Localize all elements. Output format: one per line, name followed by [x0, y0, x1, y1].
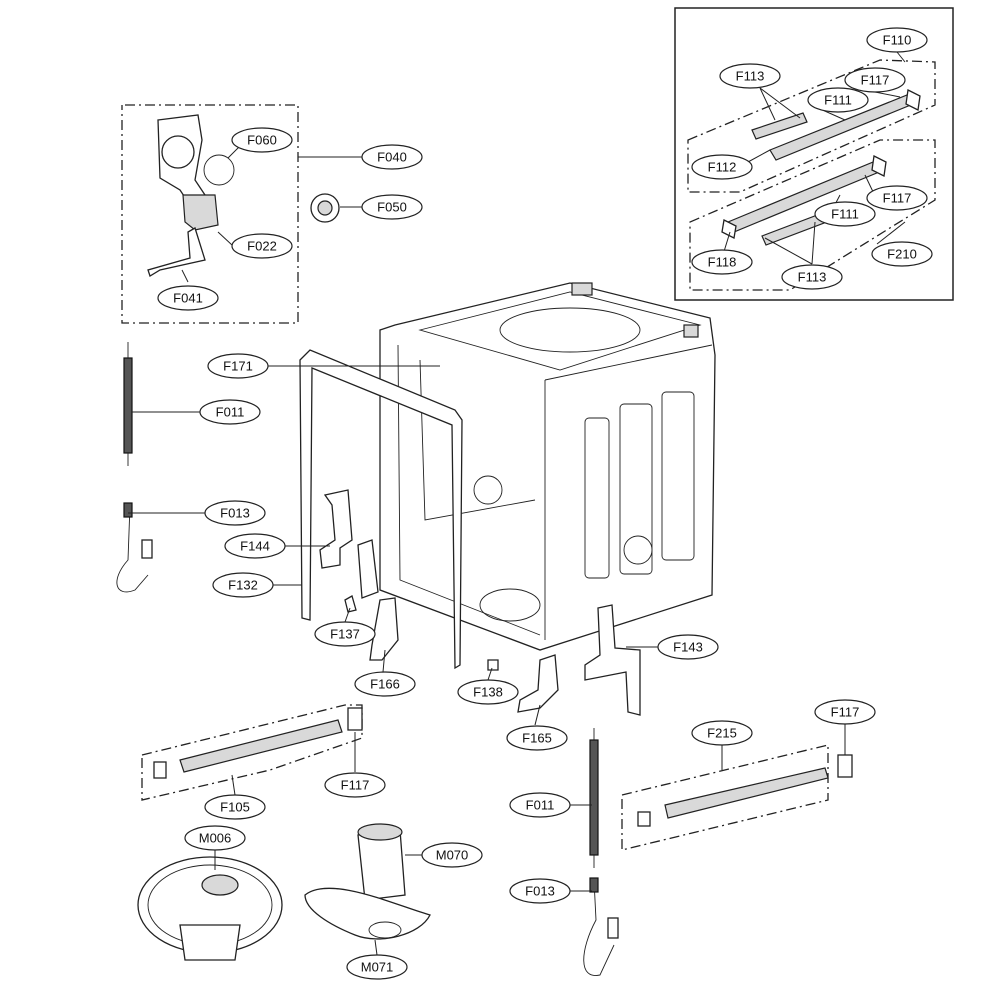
callout-text: F112 [708, 160, 737, 175]
callout-text: F117 [831, 705, 860, 720]
callout-f165: F165 [506, 725, 568, 751]
callout-text: F060 [247, 133, 277, 148]
callout-text: F171 [223, 359, 253, 374]
callout-f117-top1: F117 [844, 67, 906, 93]
callout-f040: F040 [361, 144, 423, 170]
callout-text: F143 [673, 640, 703, 655]
callout-m070: M070 [421, 842, 483, 868]
callout-f105: F105 [204, 794, 266, 820]
callout-text: F210 [887, 247, 917, 262]
callout-f111-top1: F111 [807, 87, 869, 113]
callout-text: F137 [330, 627, 360, 642]
callout-text: F113 [736, 69, 765, 84]
callout-text: F117 [341, 778, 370, 793]
right-hinge-parts [487, 604, 641, 976]
callout-text: F166 [370, 677, 400, 692]
lower-rail-right [621, 744, 853, 851]
callout-text: F022 [247, 239, 277, 254]
callout-f011-right: F011 [509, 792, 571, 818]
callout-f110: F110 [866, 27, 928, 53]
callout-f143: F143 [657, 634, 719, 660]
rail-kit-inset [674, 7, 954, 301]
callout-text: F113 [798, 270, 827, 285]
callout-f215: F215 [691, 720, 753, 746]
lower-rail-left [141, 704, 363, 801]
callout-f166: F166 [354, 671, 416, 697]
callout-text: F013 [525, 884, 555, 899]
callout-m071: M071 [346, 954, 408, 980]
sump-and-filter [137, 823, 431, 961]
callout-m006: M006 [184, 825, 246, 851]
callout-text: F013 [220, 506, 250, 521]
callout-f117-left: F117 [324, 772, 386, 798]
callout-text: F144 [240, 539, 270, 554]
callout-f060: F060 [231, 127, 293, 153]
callout-text: F165 [522, 731, 552, 746]
callout-f013-left: F013 [204, 500, 266, 526]
callout-text: F110 [883, 33, 912, 48]
callout-text: M070 [436, 848, 469, 863]
callout-text: F111 [831, 207, 859, 222]
callout-text: F105 [220, 800, 250, 815]
callout-f113-top: F113 [719, 63, 781, 89]
callout-text: F041 [173, 291, 203, 306]
callout-text: F011 [216, 405, 245, 420]
callout-f050: F050 [361, 194, 423, 220]
callout-text: F011 [526, 798, 555, 813]
callout-text: F132 [228, 578, 258, 593]
callout-f112: F112 [691, 154, 753, 180]
callout-f138: F138 [457, 679, 519, 705]
callout-text: F117 [883, 191, 912, 206]
door-gasket [299, 349, 463, 670]
callout-text: F111 [824, 93, 852, 108]
callout-text: F138 [473, 685, 503, 700]
callout-f171: F171 [207, 353, 269, 379]
callout-text: F117 [861, 73, 890, 88]
callout-f132: F132 [212, 572, 274, 598]
callout-text: F215 [707, 726, 737, 741]
callout-f022: F022 [231, 233, 293, 259]
tub-body [379, 282, 716, 651]
callout-f111-top2: F111 [814, 201, 876, 227]
callout-text: F040 [377, 150, 407, 165]
callout-f011-left: F011 [199, 399, 261, 425]
callout-text: M006 [199, 831, 232, 846]
callout-f041: F041 [157, 285, 219, 311]
callout-text: F050 [377, 200, 407, 215]
callout-f118: F118 [691, 249, 753, 275]
callout-f117-top2: F117 [866, 185, 928, 211]
callout-f117-right: F117 [814, 699, 876, 725]
callout-f210: F210 [871, 241, 933, 267]
left-hinge-parts [116, 342, 399, 661]
callout-f013-right: F013 [509, 878, 571, 904]
callout-text: F118 [708, 255, 737, 270]
callout-f113-mid: F113 [781, 264, 843, 290]
callout-f144: F144 [224, 533, 286, 559]
callout-text: M071 [361, 960, 394, 975]
water-inlet-assembly [121, 104, 340, 324]
leader-lines [128, 51, 906, 956]
callout-f137: F137 [314, 621, 376, 647]
